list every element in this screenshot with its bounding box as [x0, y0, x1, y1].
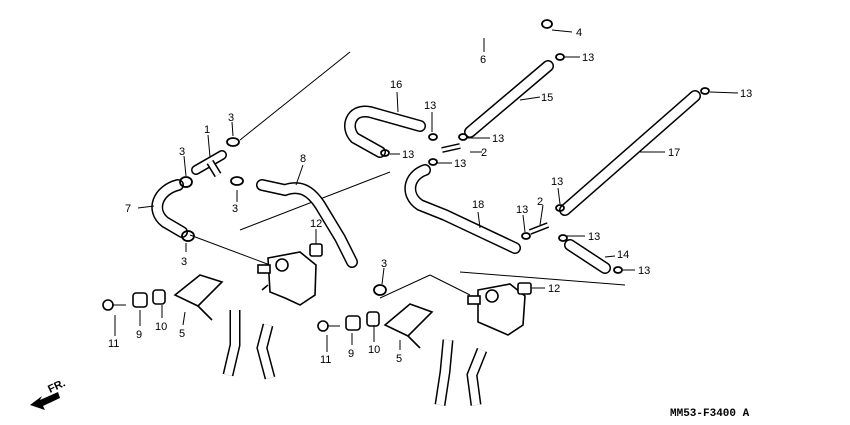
callout-13: 13	[402, 149, 414, 161]
direction-label: FR.	[46, 377, 67, 395]
valve-assembly-left	[257, 251, 317, 306]
callout-3: 3	[232, 203, 238, 215]
hose-14	[564, 239, 611, 274]
callout-8: 8	[300, 153, 306, 165]
callout-13: 13	[740, 88, 752, 100]
callout-11: 11	[108, 338, 119, 350]
callout-2: 2	[481, 147, 487, 159]
valve-assembly-right	[467, 283, 526, 336]
clamps	[179, 19, 710, 296]
callout-3: 3	[179, 146, 185, 158]
callout-13: 13	[516, 204, 528, 216]
callout-13: 13	[588, 231, 600, 243]
t-joint-1	[191, 150, 227, 178]
callout-3: 3	[228, 112, 234, 124]
callout-9: 9	[136, 329, 142, 341]
callout-3: 3	[181, 256, 187, 268]
hose-6-inner	[346, 13, 541, 55]
bracket-5-left	[173, 274, 224, 321]
lower-hoses-left	[222, 310, 276, 380]
joints-2	[441, 143, 550, 235]
hose-18	[404, 164, 521, 254]
callout-2: 2	[537, 196, 543, 208]
hose-7	[151, 179, 188, 238]
hose-8	[256, 179, 358, 268]
callout-13: 13	[582, 52, 594, 64]
fasteners-right	[317, 311, 380, 332]
guide-lines	[189, 51, 626, 299]
callout-13: 13	[551, 176, 563, 188]
callout-4: 4	[576, 27, 582, 39]
grommets-12	[309, 243, 532, 295]
callout-leaders	[114, 29, 739, 352]
callout-15: 15	[541, 92, 553, 104]
fasteners-left	[102, 289, 166, 311]
callout-9: 9	[348, 348, 354, 360]
callout-13: 13	[454, 158, 466, 170]
callout-13: 13	[424, 100, 436, 112]
callout-7: 7	[125, 203, 131, 215]
callout-13: 13	[492, 133, 504, 145]
callout-6: 6	[480, 54, 486, 66]
callout-14: 14	[617, 249, 629, 261]
hose-15	[464, 60, 554, 138]
callout-12: 12	[548, 283, 560, 295]
callout-11: 11	[320, 354, 331, 366]
callout-5: 5	[396, 353, 402, 365]
callout-17: 17	[668, 147, 680, 159]
callout-5: 5	[179, 328, 185, 340]
callout-1: 1	[204, 124, 210, 136]
callout-18: 18	[472, 199, 484, 211]
diagram-code: MM53-F3400 A	[670, 408, 750, 420]
callout-3: 3	[381, 258, 387, 270]
front-arrow-icon	[30, 392, 60, 410]
callout-12: 12	[310, 218, 322, 230]
callout-16: 16	[390, 79, 402, 91]
callout-labels: 1 2 2 3 3 3 3 3 4 5 5 6 7 8 9 9 10 10 11…	[108, 27, 752, 366]
hose-17	[559, 90, 701, 216]
hose-16	[344, 105, 426, 158]
bracket-5-right	[383, 303, 434, 349]
lower-hoses-right	[434, 339, 488, 406]
callout-13: 13	[638, 265, 650, 277]
callout-10: 10	[368, 344, 380, 356]
callout-10: 10	[155, 321, 167, 333]
